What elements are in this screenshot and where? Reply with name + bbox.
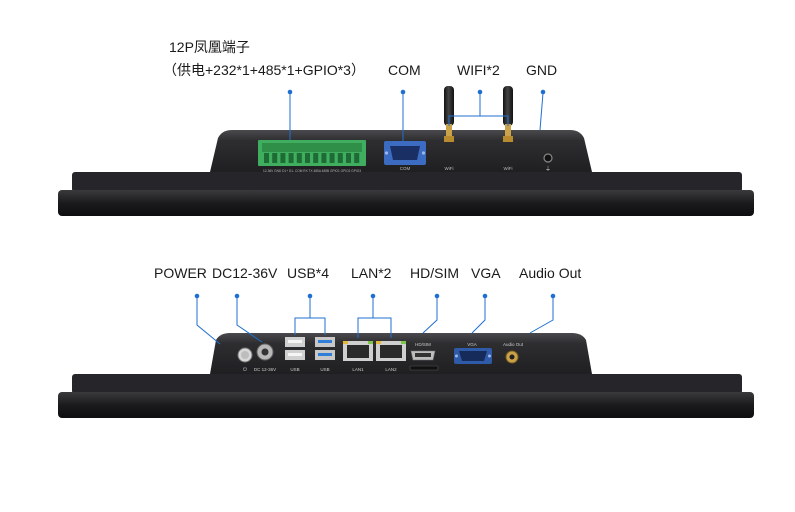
terminal-pin — [313, 153, 319, 163]
bottom-callouts — [196, 297, 554, 345]
bottom-callout-dots — [194, 293, 556, 299]
com-port: COM — [384, 141, 426, 171]
dc-panel-text: DC 12-36V — [254, 367, 276, 372]
usb-b-panel-text: USB — [320, 367, 329, 372]
terminal-pin — [321, 153, 327, 163]
bottom-view-device: ⏻ DC 12-36V USB USB — [58, 333, 754, 418]
terminal-pin — [346, 153, 351, 163]
terminal-pin — [296, 153, 302, 163]
hdmi-sim-slot: HD/SIM — [409, 342, 439, 371]
label-wifi: WIFI*2 — [457, 62, 500, 78]
top-bezel-base — [58, 190, 754, 216]
power-button: ⏻ — [237, 347, 253, 373]
label-audio-out: Audio Out — [519, 265, 582, 281]
top-front-bezel — [72, 172, 742, 192]
top-callouts — [289, 92, 544, 141]
terminal-pin — [305, 153, 310, 163]
terminal-pin — [264, 153, 269, 163]
bottom-front-bezel — [72, 374, 742, 394]
label-lan: LAN*2 — [351, 265, 392, 281]
wifi-left-panel-text: WiFi — [445, 166, 454, 171]
terminal-pin — [354, 153, 360, 163]
top-callout-dots — [287, 89, 546, 95]
terminal-pin — [329, 153, 335, 163]
usb-stack-a: USB — [285, 337, 305, 372]
wifi-right-panel-text: WiFi — [504, 166, 513, 171]
audio-out-jack: Audio Out — [503, 342, 524, 364]
label-hdsim: HD/SIM — [410, 265, 459, 281]
com-panel-text: COM — [400, 166, 411, 171]
label-dc: DC12-36V — [212, 265, 278, 281]
terminal-pin — [337, 153, 343, 163]
lan1-port: LAN1 — [343, 341, 373, 372]
lan2-panel-text: LAN2 — [385, 367, 397, 372]
audio-panel-text: Audio Out — [503, 342, 524, 347]
label-phoenix-terminal-title: 12P凤凰端子 — [169, 39, 250, 55]
usb-stack-b: USB — [315, 337, 335, 372]
terminal-pin — [280, 153, 286, 163]
label-com: COM — [388, 62, 421, 78]
vga-panel-text: VGA — [467, 342, 477, 347]
top-view-device: 12-36V GND D1+ D1- COM RX TX 485A 485B G… — [58, 86, 754, 216]
terminal-pin-legend: 12-36V GND D1+ D1- COM RX TX 485A 485B G… — [263, 169, 361, 173]
svg-text:⏻: ⏻ — [243, 367, 247, 373]
terminal-pin — [272, 153, 278, 163]
lan1-panel-text: LAN1 — [352, 367, 364, 372]
terminal-pin — [288, 153, 294, 163]
dc-jack: DC 12-36V — [254, 343, 276, 372]
vga-port: VGA — [454, 342, 492, 364]
label-gnd: GND — [526, 62, 558, 78]
phoenix-terminal-block: 12-36V GND D1+ D1- COM RX TX 485A 485B G… — [258, 140, 366, 173]
usb-a-panel-text: USB — [290, 367, 299, 372]
gnd-screw: ⏚ — [543, 153, 553, 173]
label-vga: VGA — [471, 265, 501, 281]
svg-text:⏚: ⏚ — [545, 166, 551, 173]
hdsim-panel-text: HD/SIM — [415, 342, 431, 347]
lan2-port: LAN2 — [376, 341, 406, 372]
label-phoenix-terminal-desc: （供电+232*1+485*1+GPIO*3） — [163, 62, 365, 78]
label-usb: USB*4 — [287, 265, 330, 281]
label-power: POWER — [154, 265, 207, 281]
bottom-bezel-base — [58, 392, 754, 418]
